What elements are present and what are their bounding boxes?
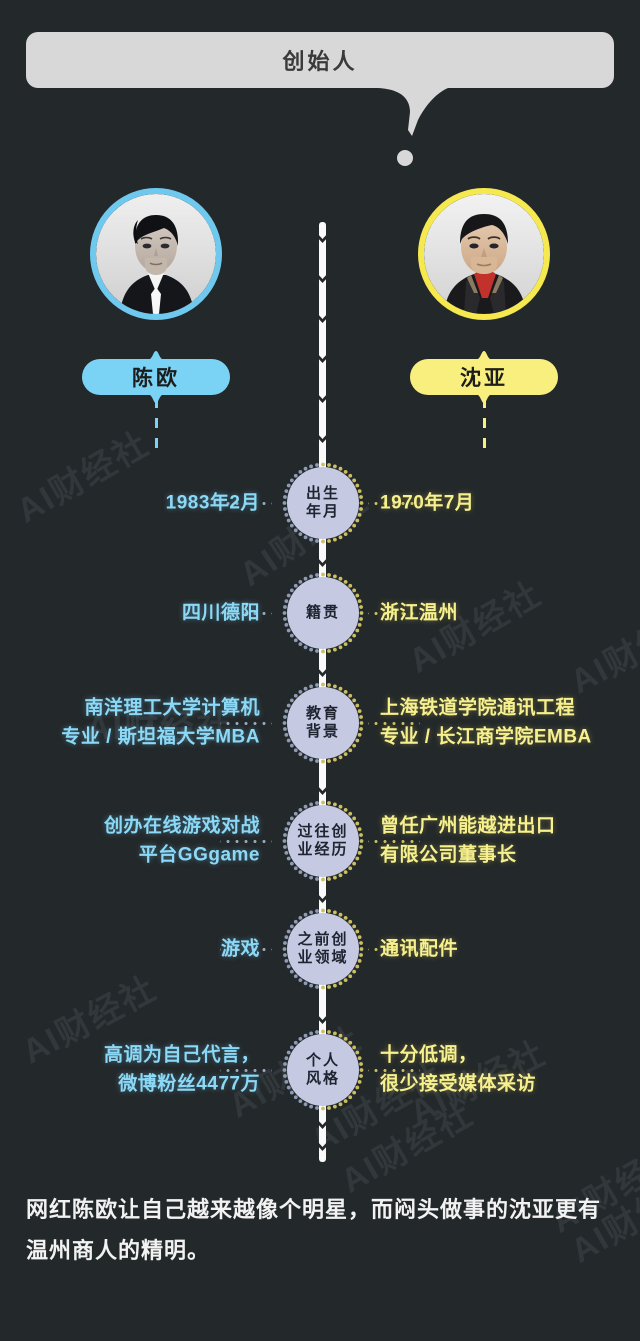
bubble-tail-dot-icon	[397, 150, 413, 166]
footer-caption: 网红陈欧让自己越来越像个明星，而闷头做事的沈亚更有温州商人的精明。	[26, 1197, 602, 1263]
badge-notch-top-icon	[147, 351, 165, 360]
row-value-left: 四川德阳	[181, 602, 260, 624]
dotted-connector-left	[220, 612, 272, 615]
row-value-left: 南洋理工大学计算机 专业 / 斯坦福大学MBA	[61, 697, 260, 748]
node-label: 出生年月	[287, 467, 359, 539]
timeline-row: 出生年月 1983年2月 1970年7月	[0, 462, 640, 544]
dotted-connector-left	[220, 840, 272, 843]
row-value-right: 通讯配件	[380, 938, 459, 960]
node-label: 教育背景	[287, 687, 359, 759]
timeline-row: 之前创业领域 游戏 通讯配件	[0, 908, 640, 990]
avatar-shen-ya	[418, 188, 550, 320]
row-value-left: 创办在线游戏对战 平台GGgame	[103, 815, 260, 866]
row-value-left: 游戏	[220, 938, 260, 960]
row-value-right: 上海铁道学院通讯工程 专业 / 长江商学院EMBA	[380, 697, 592, 748]
dotted-connector-left	[220, 948, 272, 951]
node-label-line1: 教育	[305, 704, 340, 722]
name-label-right: 沈亚	[460, 367, 508, 390]
node-label-line1: 籍贯	[305, 603, 340, 621]
dotted-connector-left	[220, 1069, 272, 1072]
timeline-node: 教育背景	[282, 682, 364, 764]
timeline-node: 个人风格	[282, 1029, 364, 1111]
node-label: 之前创业领域	[287, 913, 359, 985]
dotted-connector-right	[368, 1069, 420, 1072]
dotted-connector-right	[368, 722, 420, 725]
dashed-connector-left	[155, 398, 158, 453]
name-badge-shen-ya: 沈亚	[410, 351, 558, 403]
header-bubble: 创始人	[26, 32, 614, 88]
name-label-left: 陈欧	[132, 367, 180, 390]
bubble-tail-icon	[378, 86, 448, 144]
badge-notch-top-icon	[475, 351, 493, 360]
dotted-connector-right	[368, 840, 420, 843]
dotted-connector-left	[220, 502, 272, 505]
timeline-row: 籍贯 四川德阳 浙江温州	[0, 572, 640, 654]
timeline-node: 籍贯	[282, 572, 364, 654]
node-label-line2: 业经历	[297, 841, 349, 858]
node-label-line1: 之前创	[297, 930, 349, 948]
node-label-line2: 业领域	[297, 949, 349, 966]
node-label: 过往创业经历	[287, 805, 359, 877]
node-label-line1: 出生	[305, 484, 340, 502]
dotted-connector-right	[368, 612, 420, 615]
node-label: 籍贯	[287, 577, 359, 649]
timeline-node: 出生年月	[282, 462, 364, 544]
row-value-left: 高调为自己代言， 微博粉丝4477万	[103, 1044, 260, 1095]
node-label-line2: 年月	[305, 503, 340, 520]
name-badge-chen-ou: 陈欧	[82, 351, 230, 403]
dashed-connector-right	[483, 398, 486, 453]
node-label: 个人风格	[287, 1034, 359, 1106]
page-title: 创始人	[282, 49, 358, 74]
avatar-chen-ou	[90, 188, 222, 320]
timeline-node: 过往创业经历	[282, 800, 364, 882]
dotted-connector-right	[368, 502, 420, 505]
timeline-node: 之前创业领域	[282, 908, 364, 990]
node-label-line2: 背景	[305, 723, 340, 740]
node-label-line1: 个人	[305, 1051, 340, 1069]
row-value-right: 曾任广州能越进出口 有限公司董事长	[380, 815, 556, 866]
row-value-right: 浙江温州	[380, 602, 459, 624]
row-value-right: 十分低调， 很少接受媒体采访	[380, 1044, 537, 1095]
node-label-line2: 风格	[305, 1070, 340, 1087]
node-label-line1: 过往创	[297, 822, 349, 840]
timeline-row: 个人风格高调为自己代言， 微博粉丝4477万十分低调， 很少接受媒体采访	[0, 1029, 640, 1111]
row-value-right: 1970年7月	[380, 492, 475, 514]
row-value-left: 1983年2月	[165, 492, 260, 514]
dotted-connector-left	[220, 722, 272, 725]
dotted-connector-right	[368, 948, 420, 951]
